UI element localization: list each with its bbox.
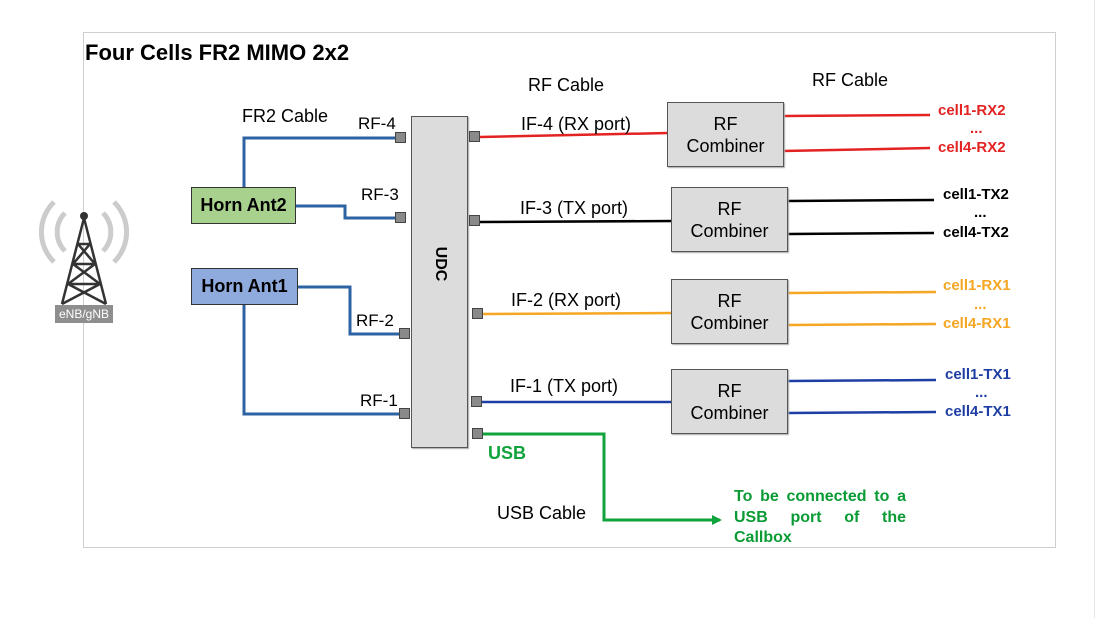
usb-connection-note: To be connected to a USB port of the Cal… — [734, 488, 906, 546]
rf-cable-label-1: RF Cable — [528, 75, 605, 95]
out-rx1-a — [787, 290, 937, 295]
fr2-cable-rf1 — [242, 305, 400, 416]
fr2-cable-rf4 — [242, 136, 395, 187]
fr2-cable-rf2 — [298, 285, 400, 336]
cell-tower-icon — [38, 200, 130, 306]
rf4-label: RF-4 — [358, 114, 396, 133]
out-tx2-first: cell1-TX2 — [943, 186, 1009, 203]
rf-combiner-3-line1: RF — [717, 290, 742, 311]
out-rx1-last: cell4-RX1 — [943, 315, 1011, 332]
port-if2 — [472, 308, 483, 319]
out-rx2-last: cell4-RX2 — [938, 139, 1006, 156]
diagram-frame — [83, 32, 1056, 548]
port-usb — [472, 428, 483, 439]
out-rx2-a — [782, 113, 931, 118]
out-rx2-ellipsis: ... — [970, 120, 983, 137]
out-tx1-first: cell1-TX1 — [945, 366, 1011, 383]
rf-combiner-3: RF Combiner — [671, 279, 788, 344]
out-tx1-ellipsis: ... — [975, 384, 988, 401]
horn-ant2-label: Horn Ant2 — [200, 195, 287, 215]
if3-label: IF-3 (TX port) — [520, 198, 629, 218]
rf-cable-label-2: RF Cable — [812, 70, 889, 90]
port-if1 — [471, 396, 482, 407]
rf-combiner-2: RF Combiner — [671, 187, 788, 252]
out-tx2-last: cell4-TX2 — [943, 224, 1009, 241]
out-rx2-b — [782, 146, 931, 153]
out-tx2-ellipsis: ... — [974, 204, 987, 221]
out-tx2-a — [787, 198, 935, 203]
diagram-title: Four Cells FR2 MIMO 2x2 — [85, 40, 350, 65]
rf-combiner-1-line1: RF — [713, 113, 738, 134]
rf-combiner-2-line1: RF — [717, 198, 742, 219]
usb-cable — [483, 432, 722, 525]
out-rx1-ellipsis: ... — [974, 296, 987, 313]
rf2-label: RF-2 — [356, 311, 394, 330]
out-tx1-b — [787, 410, 937, 415]
udc-box — [411, 116, 468, 448]
port-rf2 — [399, 328, 410, 339]
if3-cable — [479, 219, 673, 224]
horn-ant2-box: Horn Ant2 — [191, 187, 296, 224]
rf-combiner-3-line2: Combiner — [690, 312, 769, 333]
rf-combiner-4-line1: RF — [717, 380, 742, 401]
if1-label: IF-1 (TX port) — [510, 376, 619, 396]
if2-cable — [482, 311, 673, 316]
rf-combiner-4: RF Combiner — [671, 369, 788, 434]
out-rx1-b — [787, 322, 937, 327]
port-rf1 — [399, 408, 410, 419]
rf-combiner-2-line2: Combiner — [690, 220, 769, 241]
horn-ant1-box: Horn Ant1 — [191, 268, 298, 305]
out-rx2-first: cell1-RX2 — [938, 102, 1006, 119]
horn-ant1-label: Horn Ant1 — [201, 276, 288, 296]
if4-cable — [479, 131, 669, 139]
fr2-cable-rf3 — [296, 204, 395, 220]
port-rf3 — [395, 212, 406, 223]
if4-label: IF-4 (RX port) — [521, 114, 632, 134]
rf-combiner-1: RF Combiner — [667, 102, 784, 167]
out-tx1-a — [787, 378, 937, 383]
rf-combiner-1-line2: Combiner — [686, 135, 765, 156]
if2-label: IF-2 (RX port) — [511, 290, 622, 310]
usb-cable-label: USB Cable — [497, 503, 587, 523]
page-edge — [1094, 0, 1095, 618]
enb-gnb-label: eNB/gNB — [55, 305, 113, 323]
out-tx2-b — [787, 231, 935, 236]
rf-combiner-4-line2: Combiner — [690, 402, 769, 423]
rf1-label: RF-1 — [360, 391, 398, 410]
port-if4 — [469, 131, 480, 142]
out-tx1-last: cell4-TX1 — [945, 403, 1011, 420]
out-rx1-first: cell1-RX1 — [943, 277, 1011, 294]
port-if3 — [469, 215, 480, 226]
usb-port-label: USB — [488, 443, 527, 463]
fr2-cable-label: FR2 Cable — [242, 106, 329, 126]
rf3-label: RF-3 — [361, 185, 399, 204]
udc-label: UDC — [432, 246, 449, 282]
port-rf4 — [395, 132, 406, 143]
